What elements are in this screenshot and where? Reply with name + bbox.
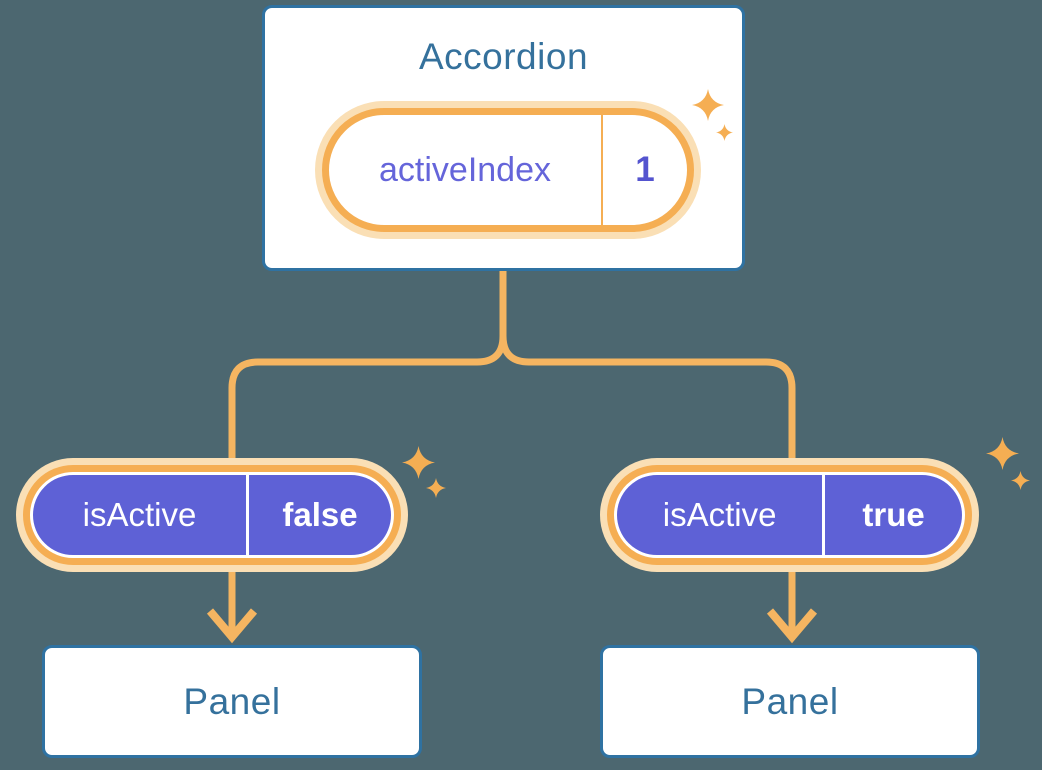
accordion-title: Accordion — [418, 36, 589, 77]
accordion-card: Accordion activeIndex 1 — [262, 5, 745, 271]
panel-title: Panel — [741, 680, 839, 722]
prop-pill-value: false — [282, 496, 358, 533]
prop-pill-true: isActive true — [614, 472, 965, 558]
panel-card-left: Panel — [42, 645, 422, 758]
pill-divider — [246, 475, 249, 555]
prop-pill-value: true — [862, 496, 925, 533]
sparkle-icon — [716, 124, 733, 141]
branch-line-right — [499, 271, 796, 470]
prop-pill-false: isActive false — [30, 472, 394, 558]
sparkle-icon — [402, 446, 435, 479]
sparkle-icon — [692, 89, 724, 121]
state-pill: activeIndex 1 — [322, 108, 694, 232]
prop-pill-label: isActive — [82, 496, 197, 533]
state-pill-label: activeIndex — [379, 150, 551, 189]
panel-title: Panel — [183, 680, 281, 722]
state-pill-value: 1 — [635, 150, 655, 189]
pill-divider — [601, 115, 603, 225]
pill-divider — [822, 475, 826, 555]
panel-card-right: Panel — [600, 645, 980, 758]
branch-line-left — [228, 271, 507, 470]
sparkle-icon — [986, 437, 1019, 470]
sparkle-icon — [426, 478, 446, 498]
arrow-down-icon — [206, 608, 258, 644]
prop-pill-label: isActive — [662, 496, 777, 533]
arrow-down-icon — [766, 608, 818, 644]
sparkle-icon — [1011, 471, 1030, 490]
